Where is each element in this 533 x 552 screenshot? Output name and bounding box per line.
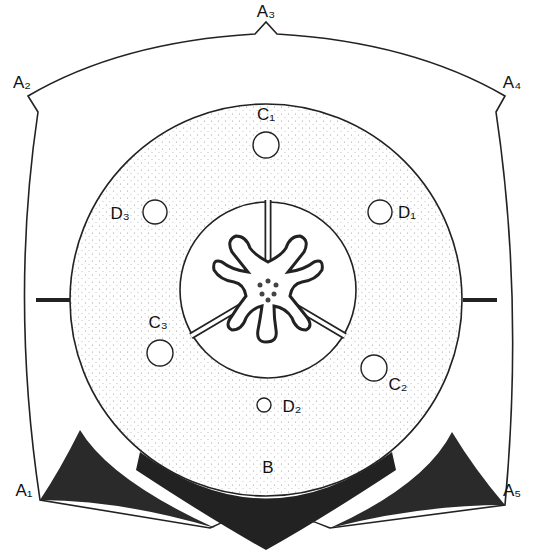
part-label: A₃ — [257, 3, 275, 20]
part-label: D₂ — [283, 398, 302, 415]
part-label: D₁ — [398, 204, 416, 221]
part-label: A₁ — [15, 482, 32, 499]
part-label: C₂ — [389, 376, 408, 393]
part-label: A₄ — [503, 74, 521, 91]
part-label: C₁ — [257, 106, 275, 123]
part-label: A₅ — [503, 482, 521, 499]
part-label: C₃ — [148, 314, 167, 331]
part-label: D₃ — [110, 205, 129, 222]
part-label: A₂ — [13, 74, 31, 91]
part-label: B — [262, 459, 273, 476]
